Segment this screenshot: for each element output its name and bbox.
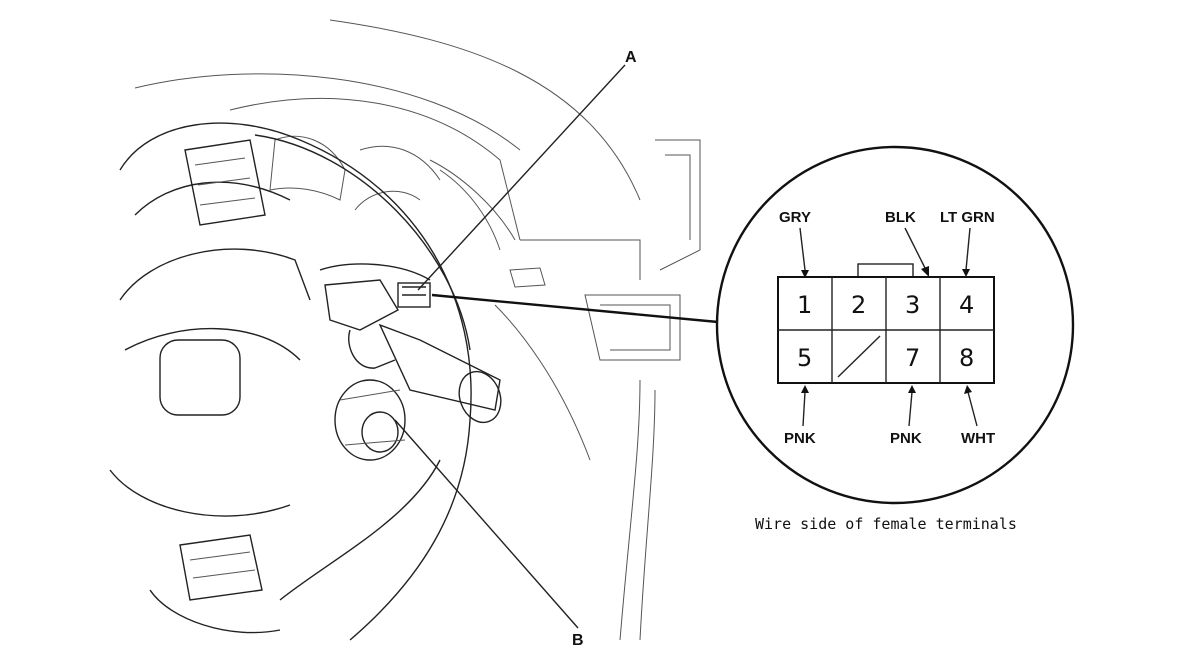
callout-b: B	[572, 632, 584, 649]
wire-label-pnk-5: PNK	[784, 430, 816, 447]
pin-2: 2	[851, 291, 866, 319]
empty-cavity-slash	[837, 335, 881, 378]
wire-label-lt-grn: LT GRN	[940, 209, 995, 226]
callout-a: A	[625, 49, 637, 66]
callout-a-leader	[417, 64, 626, 291]
pin-7: 7	[905, 344, 920, 372]
pin-3: 3	[905, 291, 920, 319]
callout-b-leader	[394, 419, 579, 629]
pin-8: 8	[959, 344, 974, 372]
connector-caption: Wire side of female terminals	[755, 515, 1017, 533]
wire-label-wht: WHT	[961, 430, 995, 447]
pin-4: 4	[959, 291, 974, 319]
wire-label-blk: BLK	[885, 209, 916, 226]
wire-label-pnk-7: PNK	[890, 430, 922, 447]
top-wire-arrows	[799, 227, 971, 278]
magnify-circle	[715, 145, 1075, 505]
magnify-leader	[431, 293, 719, 324]
pin-5: 5	[797, 344, 812, 372]
steering-wheel-illustration	[109, 19, 701, 641]
wire-label-gry: GRY	[779, 209, 811, 226]
bottom-wire-arrows	[801, 385, 978, 427]
connector-face	[777, 263, 995, 384]
pin-1: 1	[797, 291, 812, 319]
